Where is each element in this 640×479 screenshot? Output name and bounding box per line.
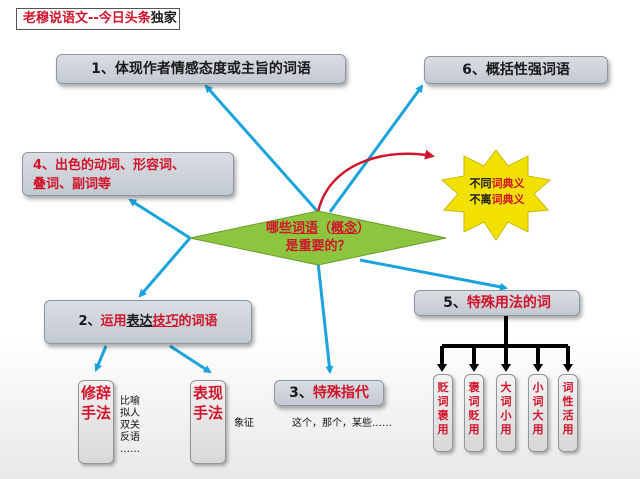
center-line1: 哪些词语（概念） — [265, 221, 371, 236]
node-1: 1、体现作者情感态度或主旨的词语 — [56, 54, 346, 84]
xiuci-item: 反语 — [120, 432, 140, 443]
sub-xiuci: 修辞手法 — [78, 380, 114, 464]
xiuci-item: 双关 — [120, 420, 140, 431]
arrow-to-star — [316, 149, 435, 213]
header-badge: 老穆说语文--今日头条独家 — [16, 8, 180, 30]
node-2: 2、运用表达技巧的词语 — [44, 300, 252, 344]
arrow-to-node6 — [328, 84, 424, 213]
usage-item: 词性活用 — [558, 374, 578, 452]
usage-item: 贬词褒用 — [433, 374, 453, 452]
arrow-to-xiuci — [94, 345, 108, 372]
zhidai-text: 这个，那个，某些…… — [292, 418, 392, 429]
node-1-label: 1、体现作者情感态度或主旨的词语 — [91, 61, 311, 77]
arrow-to-node1 — [204, 84, 320, 213]
arrow-to-node5 — [359, 258, 508, 291]
center-diamond — [189, 210, 447, 266]
arrow-to-node4 — [128, 198, 191, 240]
header-source: 老穆说语文--今日头条 — [23, 11, 151, 26]
node-3-label: 特殊指代 — [312, 385, 369, 401]
sub-biaoxian: 表现手法 — [190, 380, 226, 464]
node-4: 4、出色的动词、形容词、 叠词、副词等 — [22, 152, 234, 196]
center-question: 哪些词语（概念） 是重要的？ — [240, 220, 396, 256]
usage-item: 小词大用 — [528, 374, 548, 452]
sub-biaoxian-label: 表现手法 — [192, 384, 223, 422]
node-6: 6、概括性强词语 — [424, 56, 608, 84]
star-line1: 不同词典义 — [469, 177, 525, 190]
center-line2: 是重要的？ — [285, 239, 351, 254]
sub-xiuci-label: 修辞手法 — [80, 384, 111, 422]
header-exclusive: 独家 — [150, 11, 177, 26]
biaoxian-item: 象征 — [234, 418, 254, 429]
arrow-to-biaoxian — [169, 344, 212, 374]
node-5: 5、特殊用法的词 — [414, 290, 580, 316]
node-4-line1: 4、出色的动词、形容词、 — [33, 158, 186, 173]
node-5-label: 特殊用法的词 — [466, 295, 551, 311]
xiuci-item: …… — [120, 444, 140, 455]
arrow-to-node3 — [316, 261, 334, 374]
node-3: 3、特殊指代 — [274, 380, 384, 406]
xiuci-item: 拟人 — [120, 408, 140, 419]
xiuci-list: 比喻 拟人 双关 反语 …… — [120, 396, 150, 456]
arrow-to-node2 — [138, 237, 192, 298]
usage-bracket — [440, 316, 570, 366]
star-line2: 不离词典义 — [469, 193, 525, 206]
node-4-line2: 叠词、副词等 — [33, 177, 112, 192]
star-burst — [440, 149, 552, 241]
node-6-label: 6、概括性强词语 — [462, 62, 570, 78]
usage-item: 大词小用 — [496, 374, 516, 452]
usage-item: 褒词贬用 — [464, 374, 484, 452]
xiuci-item: 比喻 — [120, 396, 140, 407]
star-text: 不同词典义 不离词典义 — [456, 176, 538, 208]
